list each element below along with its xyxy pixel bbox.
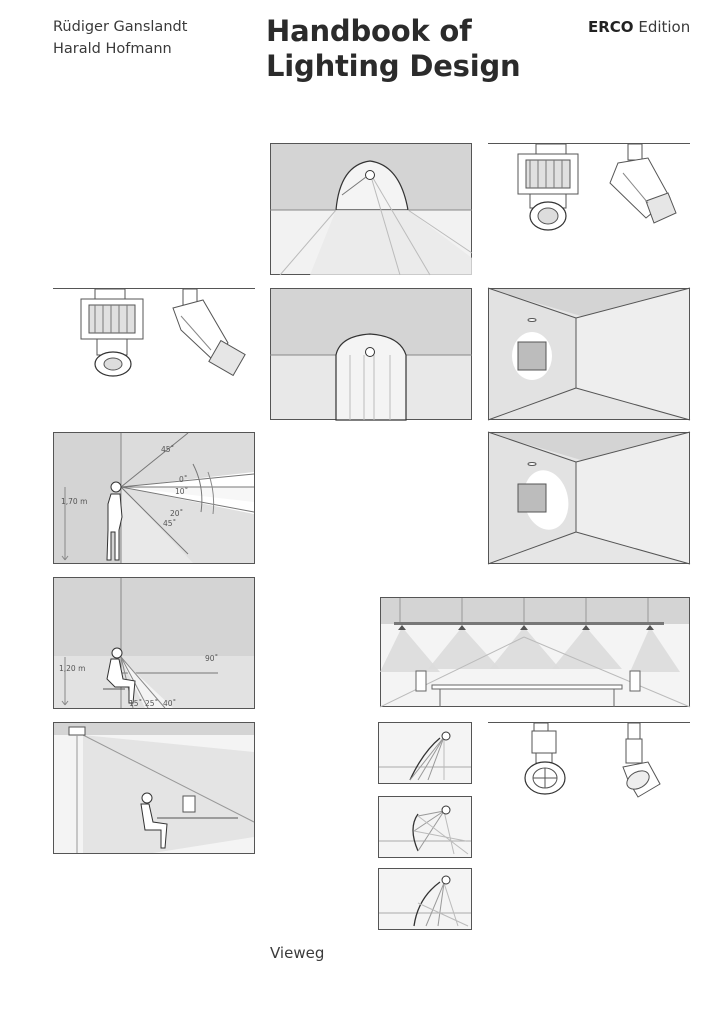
angle-label-90: 90˚ <box>205 654 218 663</box>
illustration-standing-viewing-angles: 1,70 m 45˚ 0˚ 10˚ 20˚ 45˚ <box>53 432 255 564</box>
book-title: Handbook of Lighting Design <box>266 14 521 84</box>
edition-word: Edition <box>638 18 691 36</box>
angle-label-45-up: 45˚ <box>161 445 174 454</box>
illustration-wall-wash-small-2 <box>378 796 472 858</box>
edition-brand: ERCO <box>588 18 634 36</box>
title-line-2: Lighting Design <box>266 49 521 83</box>
authors: Rüdiger Ganslandt Harald Hofmann <box>53 16 187 60</box>
angle-label-40: 40˚ <box>163 699 176 708</box>
angle-label-25: 25˚ <box>145 699 158 708</box>
illustration-desk-workplace <box>53 722 255 854</box>
illustration-wall-niche-light <box>270 143 473 276</box>
illustration-conference-room-track <box>379 597 691 708</box>
standing-height-label: 1,70 m <box>61 497 87 506</box>
illustration-wall-wash-small-1 <box>378 722 472 784</box>
angle-label-10: 10˚ <box>175 487 188 496</box>
illustration-spotlights-bottom <box>488 722 690 798</box>
angle-label-15: 15˚ <box>129 699 142 708</box>
seated-height-label: 1,20 m <box>59 664 85 673</box>
illustration-room-picture-centered <box>487 287 691 421</box>
angle-label-20: 20˚ <box>170 509 183 518</box>
illustration-arched-niche <box>270 288 472 421</box>
illustration-seated-viewing-angles: 1,20 m 90˚ 15˚ 25˚ 40˚ <box>53 577 255 709</box>
angle-label-0: 0˚ <box>179 475 188 484</box>
angle-label-45-down: 45˚ <box>163 519 176 528</box>
illustration-spotlights-top <box>488 143 690 231</box>
illustration-wall-wash-small-3 <box>378 868 472 930</box>
publisher: Vieweg <box>270 944 325 962</box>
title-line-1: Handbook of <box>266 14 472 48</box>
author-1: Rüdiger Ganslandt <box>53 19 188 35</box>
illustration-room-picture-offset <box>487 431 691 565</box>
edition-label: ERCO Edition <box>588 18 690 36</box>
author-2: Harald Hofmann <box>53 41 172 57</box>
illustration-spotlights-left <box>53 288 255 377</box>
